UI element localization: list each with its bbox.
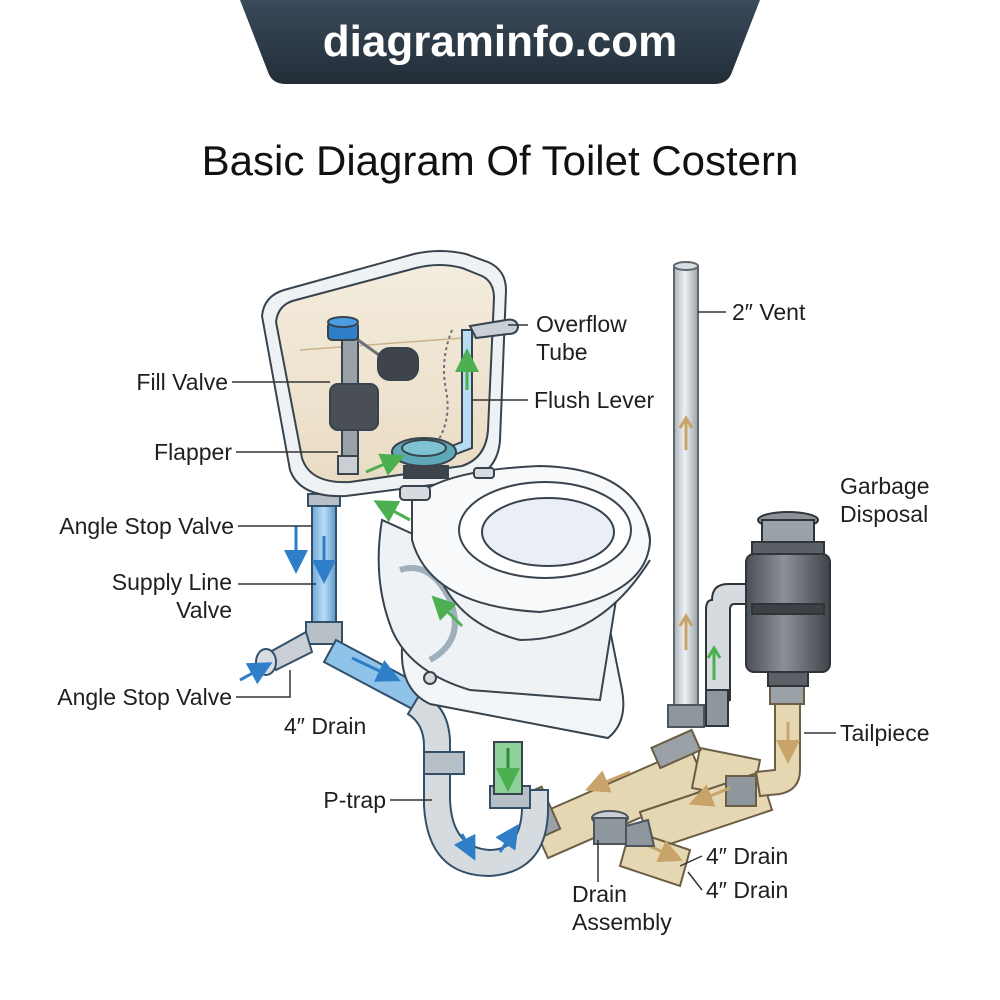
label-fill-valve: Fill Valve (136, 369, 228, 395)
garbage-disposal (705, 511, 831, 727)
label-angle-stop-valve-lower: Angle Stop Valve (57, 684, 232, 710)
label-p-trap: P-trap (323, 787, 386, 813)
label-angle-stop-valve-upper: Angle Stop Valve (59, 513, 234, 539)
site-name: diagraminfo.com (322, 17, 678, 66)
site-banner (240, 0, 760, 84)
label-overflow-line1: Overflow (536, 311, 627, 337)
supply-flow-arrows (239, 526, 519, 861)
label-overflow-tube: Overflow Tube (536, 310, 627, 366)
label-supply-line-line1: Supply Line (111, 569, 232, 595)
diagram-title: Basic Diagram Of Toilet Costern (201, 137, 799, 184)
label-supply-line-line2: Valve (176, 597, 232, 623)
leader-lines (232, 311, 836, 891)
label-tailpiece: Tailpiece (840, 720, 930, 746)
vent-pipe (667, 261, 705, 728)
label-supply-line-valve: Supply Line Valve (40, 568, 232, 624)
label-2in-vent: 2″ Vent (732, 299, 806, 325)
label-drain-assembly-line1: Drain (572, 881, 627, 907)
label-garbage-line1: Garbage (840, 473, 930, 499)
label-flush-lever: Flush Lever (534, 387, 655, 413)
label-flapper: Flapper (154, 439, 232, 465)
toilet-seat (399, 464, 652, 614)
label-4in-drain-left: 4″ Drain (284, 713, 367, 739)
label-garbage-line2: Disposal (840, 501, 929, 527)
label-4in-drain-right-2: 4″ Drain (706, 877, 789, 903)
label-garbage-disposal: Garbage Disposal (840, 472, 930, 528)
label-4in-drain-right-1: 4″ Drain (706, 843, 789, 869)
drain-assembly (591, 810, 656, 847)
bowl-flow-arrows (373, 500, 464, 628)
label-overflow-line2: Tube (536, 339, 588, 365)
label-drain-assembly: Drain Assembly (572, 880, 672, 936)
toilet-tank (260, 250, 520, 498)
label-drain-assembly-line2: Assembly (572, 909, 672, 935)
